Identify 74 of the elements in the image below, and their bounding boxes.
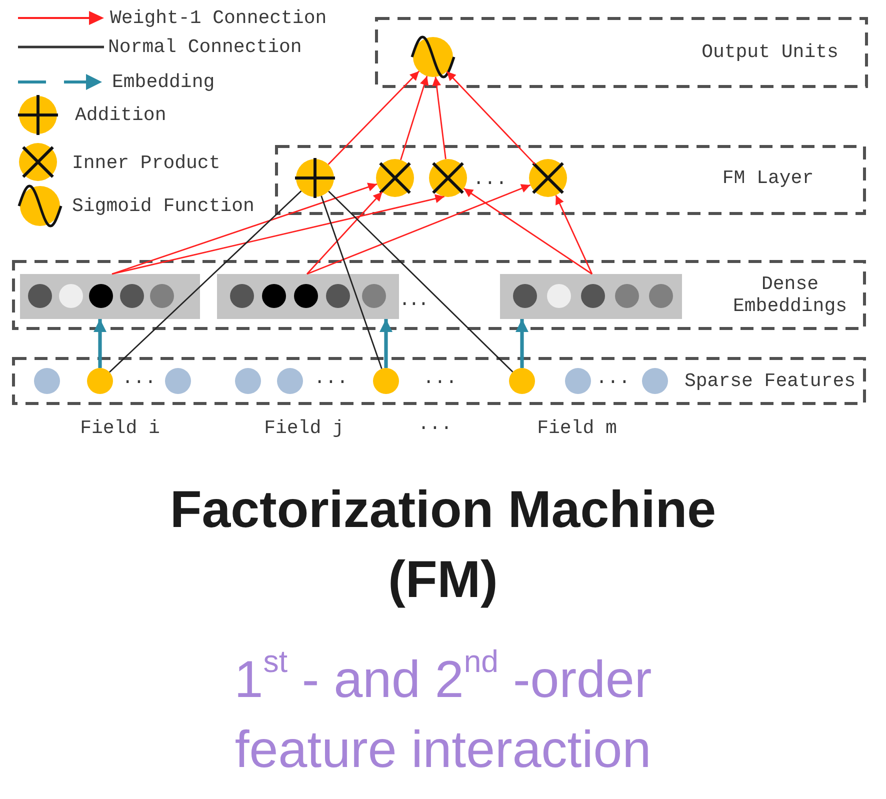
embedding-dot bbox=[649, 284, 673, 308]
arrow bbox=[400, 76, 429, 160]
arrow bbox=[516, 319, 528, 368]
field-label: Field j bbox=[264, 417, 344, 439]
feature-dot bbox=[165, 368, 191, 394]
embedding-dot bbox=[28, 284, 52, 308]
connector-line bbox=[320, 196, 382, 369]
sigmoid-icon bbox=[410, 34, 456, 80]
arrow bbox=[112, 194, 444, 275]
legend-label: Inner Product bbox=[72, 152, 220, 174]
addition-icon bbox=[295, 158, 335, 198]
embedding-dot bbox=[150, 284, 174, 308]
layer-frame bbox=[12, 357, 866, 405]
ellipsis: ... bbox=[472, 168, 508, 190]
embedding-dot bbox=[89, 284, 113, 308]
multiplication-icon bbox=[428, 158, 468, 198]
layer-frame bbox=[12, 260, 866, 330]
legend-label: Normal Connection bbox=[108, 36, 302, 58]
arrow bbox=[432, 76, 446, 160]
arrow bbox=[555, 195, 593, 274]
arrow bbox=[380, 319, 392, 368]
embedding-dot bbox=[262, 284, 286, 308]
active-feature-dot bbox=[373, 368, 399, 394]
legend-label: Sigmoid Function bbox=[72, 195, 254, 217]
active-feature-dot bbox=[87, 368, 113, 394]
ellipsis: ... bbox=[596, 367, 630, 389]
multiplication-icon bbox=[375, 158, 415, 198]
field-label: Field m bbox=[537, 417, 617, 439]
multiplication-icon bbox=[528, 158, 568, 198]
legend-label: Addition bbox=[75, 104, 166, 126]
feature-dot bbox=[34, 368, 60, 394]
legend-label: Weight-1 Connection bbox=[110, 7, 327, 29]
ellipsis: ... bbox=[122, 367, 156, 389]
field-label: Field i bbox=[80, 417, 160, 439]
arrow bbox=[306, 184, 531, 275]
diagram-title: Factorization Machine (FM) bbox=[168, 480, 718, 611]
layer-frame bbox=[375, 17, 868, 88]
layer-label: FM Layer bbox=[721, 167, 815, 189]
embedding-dot bbox=[547, 284, 571, 308]
embedding-dot bbox=[120, 284, 144, 308]
embedding-dot bbox=[294, 284, 318, 308]
layer-label: Dense Embeddings bbox=[732, 273, 848, 317]
embedding-dot bbox=[230, 284, 254, 308]
embedding-vector bbox=[217, 274, 399, 319]
arrow bbox=[306, 192, 383, 274]
diagram-caption: 1$^{st}$ - and 2$^{nd}$ -order feature interaction bbox=[233, 645, 653, 781]
feature-dot bbox=[565, 368, 591, 394]
feature-dot bbox=[235, 368, 261, 394]
connector-line bbox=[109, 190, 302, 373]
layer-label: Sparse Features bbox=[683, 370, 857, 392]
layer-frame bbox=[275, 145, 866, 215]
feature-dot bbox=[642, 368, 668, 394]
layer-label: Output Units bbox=[700, 41, 840, 63]
ellipsis: ... bbox=[398, 291, 428, 309]
embedding-vector bbox=[500, 274, 682, 319]
embedding-dot bbox=[615, 284, 639, 308]
embedding-dot bbox=[326, 284, 350, 308]
connector-line bbox=[328, 190, 514, 372]
arrow bbox=[463, 188, 592, 275]
embedding-dot bbox=[513, 284, 537, 308]
embedding-vector bbox=[20, 274, 200, 319]
arrow bbox=[112, 182, 378, 275]
embedding-dot bbox=[58, 284, 82, 308]
embedding-dot bbox=[581, 284, 605, 308]
ellipsis: ... bbox=[314, 367, 348, 389]
active-feature-dot bbox=[509, 368, 535, 394]
arrow bbox=[446, 71, 536, 165]
embedding-dot bbox=[362, 284, 386, 308]
legend-label: Embedding bbox=[112, 71, 215, 93]
ellipsis: ... bbox=[422, 367, 458, 389]
arrow bbox=[94, 319, 106, 368]
arrow bbox=[328, 70, 420, 165]
feature-dot bbox=[277, 368, 303, 394]
ellipsis: ... bbox=[418, 413, 452, 435]
